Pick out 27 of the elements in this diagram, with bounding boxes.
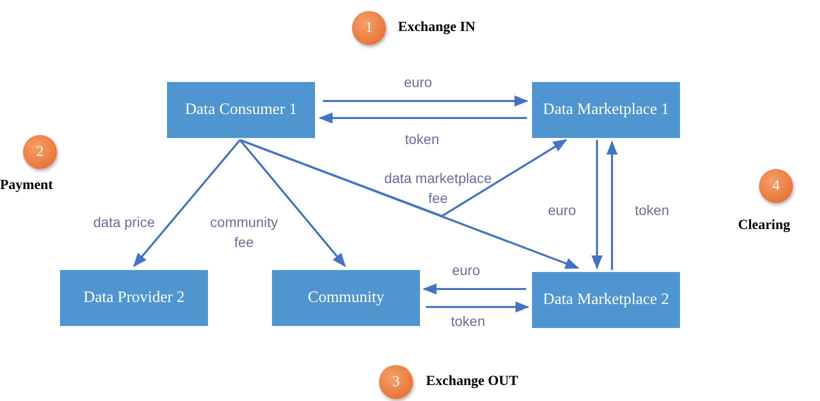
step-label: Exchange IN [398,19,476,37]
arrow [133,139,241,268]
process-box: Data Marketplace 1 [532,82,680,138]
edge-label: community fee [209,213,279,252]
process-box: Data Provider 2 [60,270,208,326]
edge-label: token [404,130,440,149]
edge-label: data marketplace fee [383,169,493,208]
step-label: Payment [0,177,54,195]
process-box: Community [272,270,420,326]
arrow [318,112,527,124]
step-label: Exchange OUT [426,373,520,391]
arrow [240,139,568,218]
arrow [323,95,528,107]
process-box: Data Consumer 1 [167,82,315,138]
edge-label: token [450,312,486,331]
edge-label: token [634,201,670,220]
arrow [422,283,526,295]
step-label: Clearing [738,217,792,235]
process-box: Data Marketplace 2 [532,272,680,328]
edge-label: euro [546,201,578,220]
edge-label: euro [450,261,482,280]
arrow [591,140,603,270]
edge-label: euro [402,73,434,92]
edge-label: data price [92,213,156,232]
arrow [239,139,346,268]
arrow [606,140,618,270]
arrow [426,301,530,313]
